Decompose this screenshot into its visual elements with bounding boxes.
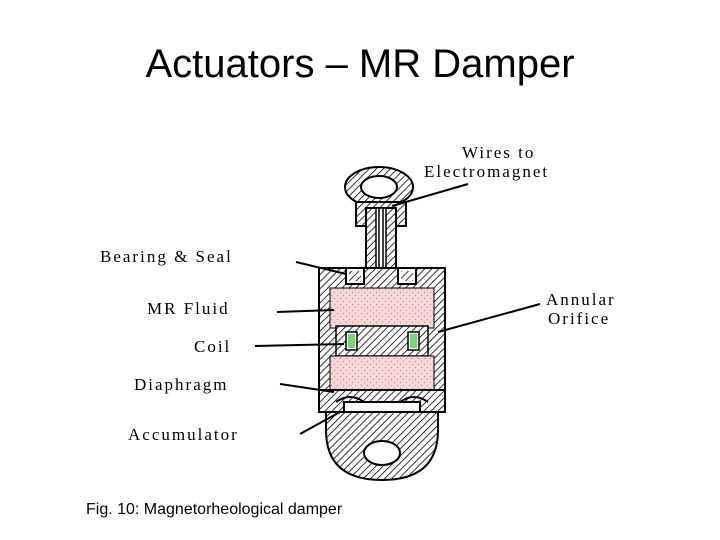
top-eye-mount — [344, 166, 414, 208]
label-wires-line2: Electromagnet — [424, 162, 549, 181]
label-coil: Coil — [194, 337, 231, 356]
leader-lines — [254, 183, 541, 435]
label-wires-line1: Wires to — [462, 143, 535, 162]
bearing-and-seal — [345, 267, 417, 285]
bottom-eye-mount — [325, 411, 439, 482]
label-accumulator: Accumulator — [128, 425, 239, 444]
slide-title: Actuators – MR Damper — [145, 42, 575, 86]
label-bearing-seal: Bearing & Seal — [100, 247, 233, 266]
label-annular-line2: Orifice — [548, 309, 610, 328]
label-diaphragm: Diaphragm — [134, 375, 228, 394]
label-mr-fluid: MR Fluid — [147, 299, 230, 318]
coil-windings — [345, 331, 420, 351]
cylinder-body — [318, 267, 446, 399]
figure-caption: Fig. 10: Magnetorheological damper — [86, 501, 343, 518]
label-annular-line1: Annular — [546, 290, 616, 309]
